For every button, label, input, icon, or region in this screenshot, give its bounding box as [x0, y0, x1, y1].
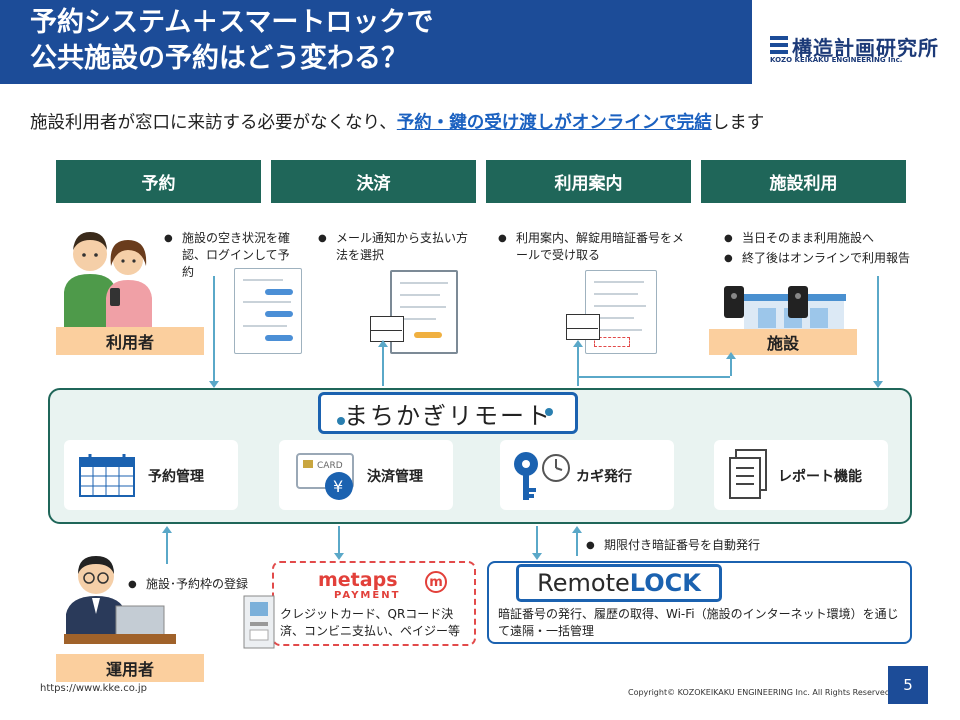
- mail-icon-2: [566, 314, 600, 340]
- metaps-logo-mark: m: [425, 571, 447, 593]
- page-title-line-2: 公共施設の予約はどう変わる？: [30, 43, 408, 74]
- title-bar: 予約システム＋スマートロックで 公共施設の予約はどう変わる？: [0, 0, 752, 84]
- remotelock-description: 暗証番号の発行、履歴の取得、Wi-Fi（施設のインターネット環境）を通じて遠隔・…: [498, 607, 899, 638]
- step-facility-use: 施設利用: [701, 160, 906, 203]
- remotelock-logo-a: Remote: [537, 569, 630, 597]
- logo-text-en: KOZO KEIKAKU ENGINEERING Inc.: [770, 56, 903, 64]
- svg-text:¥: ¥: [333, 477, 343, 496]
- role-operator: 運用者: [56, 654, 204, 682]
- arrow-to-facility: [727, 352, 735, 376]
- facility-use-description-1: 当日そのまま利用施設へ: [724, 230, 924, 247]
- brand-dot-right: [545, 408, 553, 416]
- step-payment: 決済: [271, 160, 476, 203]
- company-logo: 構造計画研究所 KOZO KEIKAKU ENGINEERING Inc.: [770, 34, 940, 66]
- module-reservation: 予約管理: [64, 440, 238, 510]
- role-user: 利用者: [56, 327, 204, 355]
- pin-highlight: [594, 337, 630, 347]
- arrow-platform-to-remotelock: [533, 526, 541, 560]
- arrow-report-to-platform: [874, 276, 882, 388]
- mail-icon: [370, 316, 404, 342]
- arrow-reserve-to-platform: [210, 276, 218, 388]
- module-label: カギ発行: [576, 469, 632, 485]
- module-label: 決済管理: [367, 469, 423, 485]
- arrow-platform-to-payment: [379, 340, 387, 386]
- guide-description: 利用案内、解錠用暗証番号をメールで受け取る: [498, 230, 693, 264]
- brand-dot-left: [337, 417, 345, 425]
- page-title-line-1: 予約システム＋スマートロックで: [30, 7, 434, 38]
- logo-text-jp: 構造計画研究所: [792, 36, 939, 60]
- svg-text:CARD: CARD: [317, 461, 343, 471]
- auto-code-note: 期限付き暗証番号を自動発行: [586, 537, 846, 554]
- step-reserve: 予約: [56, 160, 261, 203]
- subtitle-before: 施設利用者が窓口に来訪する必要がなくなり、: [30, 113, 397, 133]
- step-guide: 利用案内: [486, 160, 691, 203]
- facility-use-description-2: 終了後はオンラインで利用報告: [724, 250, 924, 267]
- metaps-logo: metaps: [318, 569, 398, 591]
- remotelock-logo-b: LOCK: [629, 569, 701, 597]
- metaps-description: クレジットカード、QRコード決済、コンビニ支払い、ペイジー等: [280, 607, 461, 638]
- arrow-remotelock-to-platform: [573, 526, 581, 556]
- arrow-platform-to-guide: [574, 340, 582, 386]
- platform-name: まちかぎリモート: [318, 392, 578, 434]
- calendar-icon: [79, 454, 135, 497]
- users-illustration: [64, 232, 152, 330]
- line-facility-link: [577, 376, 730, 378]
- subtitle: 施設利用者が窓口に来訪する必要がなくなり、予約・鍵の受け渡しがオンラインで完結し…: [30, 109, 764, 134]
- subtitle-after: します: [711, 113, 765, 133]
- arrow-operator-to-platform: [163, 526, 171, 564]
- reservation-screen-mock: [234, 268, 302, 354]
- footer-url: https://www.kke.co.jp: [40, 683, 147, 694]
- smart-lock-icon: [724, 286, 744, 318]
- card-yen-icon: CARD ¥: [296, 453, 354, 500]
- module-report: レポート機能: [714, 440, 888, 510]
- key-clock-icon: [514, 452, 570, 500]
- role-facility: 施設: [709, 329, 857, 355]
- logo-mark-icon: [770, 36, 788, 54]
- page-number: 5: [888, 666, 928, 704]
- copyright: Copyright© KOZOKEIKAKU ENGINEERING Inc. …: [628, 688, 893, 697]
- operator-task-note: 施設･予約枠の登録: [128, 576, 278, 593]
- reserve-description: 施設の空き状況を確認、ログインして予約: [164, 230, 299, 281]
- metaps-logo-sub: PAYMENT: [334, 590, 401, 601]
- arrow-platform-to-metaps: [335, 526, 343, 560]
- operator-illustration: [64, 556, 176, 644]
- facility-building-illustration: [724, 286, 846, 332]
- module-payment: CARD ¥ 決済管理: [279, 440, 453, 510]
- document-icon: [729, 449, 767, 499]
- module-label: レポート機能: [778, 469, 862, 485]
- guide-screen-mock: [585, 270, 657, 354]
- module-key: カギ発行: [500, 440, 674, 510]
- kiosk-terminal-icon: [243, 595, 275, 649]
- module-label: 予約管理: [148, 469, 204, 485]
- payment-description: メール通知から支払い方法を選択: [318, 230, 468, 264]
- subtitle-highlight: 予約・鍵の受け渡しがオンラインで完結: [396, 113, 712, 133]
